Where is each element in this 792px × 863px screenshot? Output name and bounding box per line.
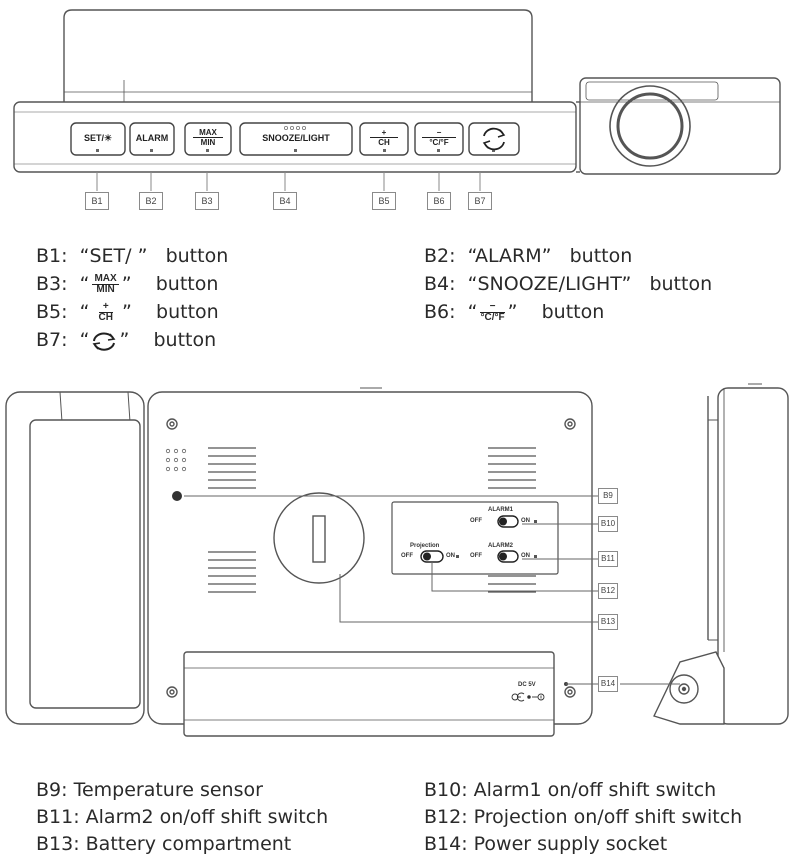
dc-5v-label: DC 5V (518, 682, 536, 688)
button-b3-shape (184, 122, 232, 156)
legend-b7: B7: “ ” button (36, 329, 217, 351)
button-b5-label: + CH (370, 128, 398, 147)
button-b2-label: ALARM (135, 133, 169, 143)
button-b1-label: SET/☀ (83, 133, 113, 143)
button-b4-label: SNOOZE/LIGHT (262, 133, 330, 143)
tag-b2: B2 (139, 192, 163, 210)
projection-on-label: ON (446, 553, 455, 559)
tag-b11: B11 (598, 551, 618, 567)
alarm1-on-label: ON (521, 518, 530, 524)
legend-b10: B10: Alarm1 on/off shift switch (424, 779, 717, 801)
legend-b14: B14: Power supply socket (424, 833, 668, 855)
legend-b4: B4: “SNOOZE/LIGHT” button (424, 273, 713, 295)
tag-b9: B9 (598, 488, 618, 504)
tag-b3: B3 (195, 192, 219, 210)
projection-label: Projection (410, 543, 440, 549)
tag-b13: B13 (598, 614, 618, 630)
tag-b10: B10 (598, 516, 618, 532)
legend-b12: B12: Projection on/off shift switch (424, 806, 743, 828)
alarm2-on-label: ON (521, 553, 530, 559)
alarm2-label: ALARM2 (488, 543, 513, 549)
button-b5-shape (359, 122, 409, 156)
tag-b1: B1 (85, 192, 109, 210)
tag-b4: B4 (273, 192, 297, 210)
legend-b1: B1: “SET/ ” button (36, 245, 229, 267)
projection-off-label: OFF (401, 553, 413, 559)
legend-b6: B6: “−°C/°F” button (424, 301, 605, 323)
alarm2-off-label: OFF (470, 553, 482, 559)
button-b1-shape (70, 122, 126, 156)
button-b6-label: − °C/°F (422, 128, 456, 147)
refresh-icon-legend (92, 331, 116, 351)
button-b3-label: MAX MIN (193, 128, 223, 147)
legend-b9: B9: Temperature sensor (36, 779, 263, 801)
alarm1-off-label: OFF (470, 518, 482, 524)
temperature-sensor-shape (172, 491, 182, 501)
legend-b11: B11: Alarm2 on/off shift switch (36, 806, 329, 828)
alarm1-label: ALARM1 (488, 507, 513, 513)
legend-b13: B13: Battery compartment (36, 833, 292, 855)
tag-b7: B7 (468, 192, 492, 210)
button-b7-shape (468, 122, 520, 156)
legend-b5: B5: “ +CH ” button (36, 301, 219, 323)
button-b4-shape (239, 122, 353, 156)
tag-b12: B12 (598, 583, 618, 599)
tag-b14: B14 (598, 676, 618, 692)
legend-b2: B2: “ALARM” button (424, 245, 633, 267)
button-b6-shape (414, 122, 464, 156)
tag-b5: B5 (372, 192, 396, 210)
tag-b6: B6 (427, 192, 451, 210)
button-b2-shape (129, 122, 175, 156)
refresh-icon (482, 127, 506, 151)
